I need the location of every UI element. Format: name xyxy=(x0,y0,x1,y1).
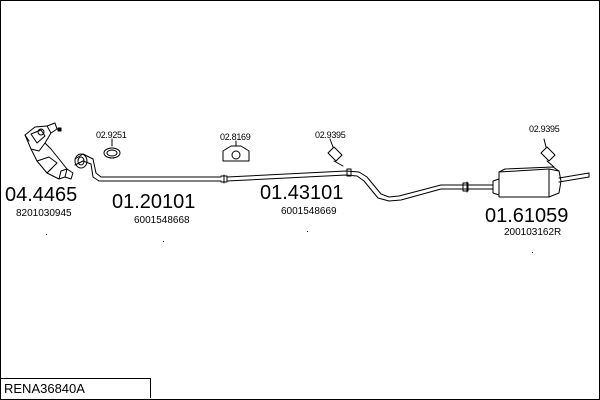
mounting-rubber-02-8169[interactable] xyxy=(222,140,250,162)
oem-number-middle-pipe: 6001548669 xyxy=(281,206,337,217)
rear-silencer-part[interactable] xyxy=(470,166,590,198)
leader-dot xyxy=(532,252,533,253)
part-code-front-pipe: 01.20101 xyxy=(112,191,196,213)
oem-number-rear-silencer: 200103162R xyxy=(504,227,562,238)
catalytic-converter-part[interactable] xyxy=(24,122,74,180)
accessory-code-rubber-rear: 02.9395 xyxy=(529,124,560,134)
part-code-rear-silencer: 01.61059 xyxy=(485,205,569,227)
accessory-code-rubber-middle: 02.9395 xyxy=(315,130,346,140)
mounting-rubber-02-9395-rear[interactable] xyxy=(540,138,556,168)
part-code-middle-pipe: 01.43101 xyxy=(260,182,344,204)
part-code-catalytic-converter: 04.4465 xyxy=(5,184,78,206)
mounting-rubber-02-9395-middle[interactable] xyxy=(327,138,344,167)
diagram-reference: RENA36840A xyxy=(1,378,151,398)
leader-dot xyxy=(307,231,308,232)
leader-dot xyxy=(46,234,47,235)
clamp-02-9251[interactable] xyxy=(103,138,121,159)
oem-number-front-pipe: 6001548668 xyxy=(134,215,190,226)
front-pipe-part[interactable] xyxy=(74,153,228,184)
oem-number-catalytic-converter: 8201030945 xyxy=(16,208,72,219)
leader-dot xyxy=(163,241,164,242)
accessory-code-clamp: 02.9251 xyxy=(96,130,127,140)
accessory-code-rubber-front: 02.8169 xyxy=(220,132,251,142)
middle-pipe-part[interactable] xyxy=(226,168,472,202)
